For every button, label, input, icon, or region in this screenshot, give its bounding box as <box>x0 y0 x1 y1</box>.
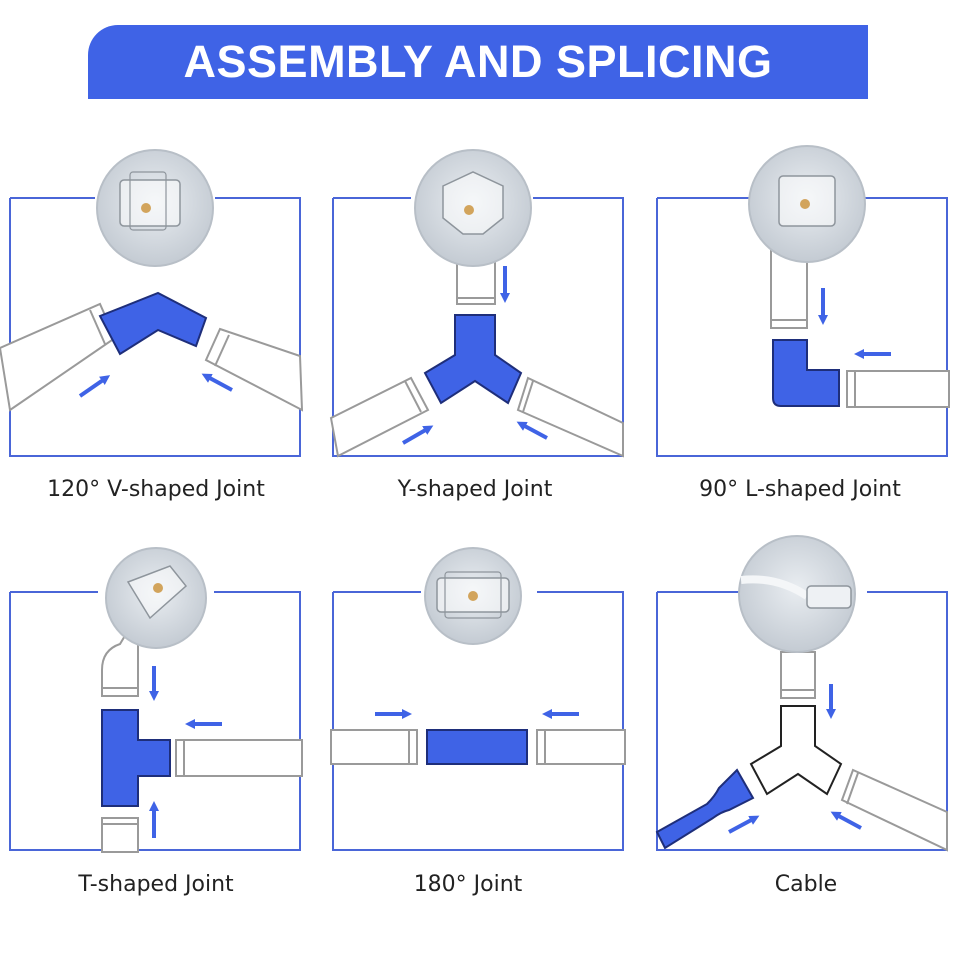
strip-top <box>780 651 816 699</box>
arrow-left <box>402 425 434 445</box>
caption-l-joint: 90° L-shaped Joint <box>699 477 901 502</box>
panel-t-joint <box>9 547 303 854</box>
y-connector-outline <box>749 705 843 796</box>
header-banner: ASSEMBLY AND SPLICING <box>88 25 868 99</box>
arrow-right <box>830 811 862 830</box>
arrow-left <box>78 375 111 398</box>
connector-photo <box>96 149 214 267</box>
panel-cable <box>655 535 949 854</box>
strip-right <box>516 376 624 458</box>
panel-y-joint <box>329 149 625 460</box>
caption-cable: Cable <box>774 872 838 897</box>
strip-left <box>330 729 418 765</box>
caption-y-joint: Y-shaped Joint <box>397 477 553 502</box>
l-connector <box>772 339 840 407</box>
cable-photo <box>738 535 856 653</box>
y-connector <box>423 314 523 405</box>
panel-v-joint <box>0 149 304 460</box>
connector-photo <box>414 149 532 267</box>
arrow-right <box>516 421 548 440</box>
strip-left <box>0 302 117 412</box>
connector-photo <box>105 547 207 649</box>
panel-180-joint <box>330 547 626 854</box>
straight-connector <box>426 729 528 765</box>
panel-l-joint <box>656 145 950 460</box>
strip-left <box>329 376 430 458</box>
connector-photo <box>424 547 522 645</box>
caption-180-joint: 180° Joint <box>413 872 523 897</box>
strip-right <box>175 739 303 777</box>
strip-bottom <box>101 817 139 853</box>
t-connector <box>101 709 171 807</box>
caption-v-joint: 120° V-shaped Joint <box>47 477 265 502</box>
strip-right <box>840 768 948 852</box>
caption-t-joint: T-shaped Joint <box>78 872 234 897</box>
strip-right <box>846 370 950 408</box>
arrow-left <box>728 815 760 834</box>
v-connector <box>98 291 208 356</box>
page-title: ASSEMBLY AND SPLICING <box>183 36 773 87</box>
strip-right <box>536 729 626 765</box>
arrow-right <box>201 373 233 392</box>
cable-plug <box>655 768 755 850</box>
strip-right <box>204 327 304 412</box>
connector-photo <box>748 145 866 263</box>
